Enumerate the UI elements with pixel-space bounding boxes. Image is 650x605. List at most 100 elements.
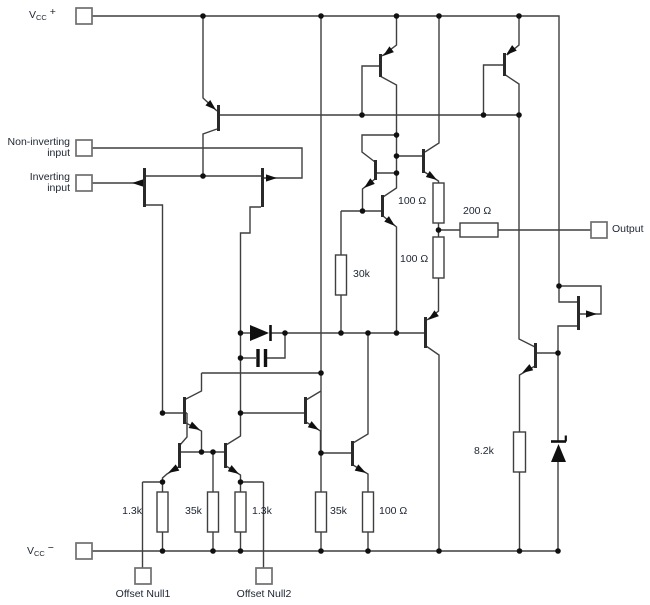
vcc-plus-sub: CC [36,13,47,22]
wire [352,333,369,444]
emitter-arrow-icon [168,464,180,473]
terminal-pads-layer [75,7,608,585]
vcc-plus-v: V [29,9,37,21]
junction-dot [436,548,442,554]
resistor-label-100-bottom: 100 Ω [379,505,408,517]
resistor-body [432,182,445,224]
emitter-arrow-icon [205,99,216,110]
vcc-plus-sign: + [49,6,56,18]
diode-icon [250,325,272,341]
emitter-arrow-icon [384,216,395,226]
wire [482,64,504,115]
emitter-arrow-icon [266,174,277,182]
wire [91,15,560,286]
junction-dot [516,13,522,19]
wire [305,390,322,401]
terminal-pad-non-inverting-input [75,139,93,157]
wire [558,286,578,303]
junction-dot [318,370,324,376]
emitter-arrow-icon [428,310,439,320]
resistor-body [361,491,375,533]
junction-dot [393,153,400,159]
junction-dot [210,449,216,455]
terminal-pad-vcc-minus [75,542,93,560]
junction-dot [237,548,244,554]
junction-dot [365,330,371,336]
terminal-pad-offset-null1 [134,567,152,585]
resistor-body [334,254,348,296]
wire [503,73,520,115]
junction-dot [365,548,371,554]
emitter-arrow-icon [354,464,366,473]
emitter-arrow-icon [506,45,517,55]
wire [518,115,536,348]
wire [179,413,188,446]
junction-dot [237,479,244,485]
terminal-pad-output [590,221,608,239]
resistor-label-1k3-a: 1.3k [122,505,142,517]
terminal-pad-inverting-input [75,174,93,192]
wire [382,215,398,333]
emitter-arrow-icon [364,178,375,188]
vcc-plus-label: VCC + [29,7,56,23]
resistor-label-100-upper: 100 Ω [398,195,427,207]
emitter-arrow-icon [307,421,319,430]
wire [361,134,397,163]
resistor-body [512,431,527,473]
wire [91,147,303,179]
wire [557,325,578,353]
resistor-body [314,491,328,533]
resistor-label-1k3-b: 1.3k [252,505,272,517]
resistor-label-35k-b: 35k [330,505,347,517]
resistor-body [206,491,220,533]
wire [239,206,261,413]
junction-dot [556,283,562,289]
junction-dot [198,449,205,455]
emitter-arrow-icon [425,170,437,180]
junction-dot [480,112,487,118]
junction-dot [237,330,244,336]
resistor-label-100-lower: 100 Ω [400,253,429,265]
junction-dot [282,330,288,336]
junction-dot [436,13,442,19]
junction-dot [159,410,166,416]
vcc-minus-sub: CC [34,549,45,558]
junction-dot [393,13,400,19]
wire [267,334,286,359]
junction-dot [338,330,344,336]
offset-null2-label: Offset Null2 [236,588,292,600]
wire [225,413,242,446]
junction-dot [393,170,400,176]
emitter-arrow-icon [383,46,394,56]
wire [424,16,440,153]
junction-dot [159,548,166,554]
wire [183,421,203,452]
junction-dot [237,410,244,416]
emitter-arrow-icon [188,421,200,430]
vcc-minus-sign: − [47,542,54,554]
resistor-label-200: 200 Ω [463,205,492,217]
junction-dot [516,548,523,554]
junction-dot [555,548,561,554]
resistors-layer [156,182,527,533]
junction-dot [435,227,442,233]
emitter-arrow-icon [132,179,143,187]
resistor-label-30k: 30k [353,268,370,280]
emitter-arrows-layer [132,45,597,474]
output-label: Output [612,223,644,235]
junction-dot [200,173,206,179]
zener-diode-icon [551,435,567,462]
offset-null1-label: Offset Null1 [115,588,171,600]
vcc-minus-label: VCC − [27,543,54,559]
junction-dot [210,548,216,554]
junction-dot [200,13,206,19]
resistor-body [459,222,499,238]
junction-dot [359,112,365,118]
wire [425,345,440,551]
junction-dot [516,112,522,118]
junction-dot [237,355,244,361]
junction-dot [159,479,166,485]
capacitor-icon [256,349,268,367]
emitter-arrow-icon [522,364,534,373]
